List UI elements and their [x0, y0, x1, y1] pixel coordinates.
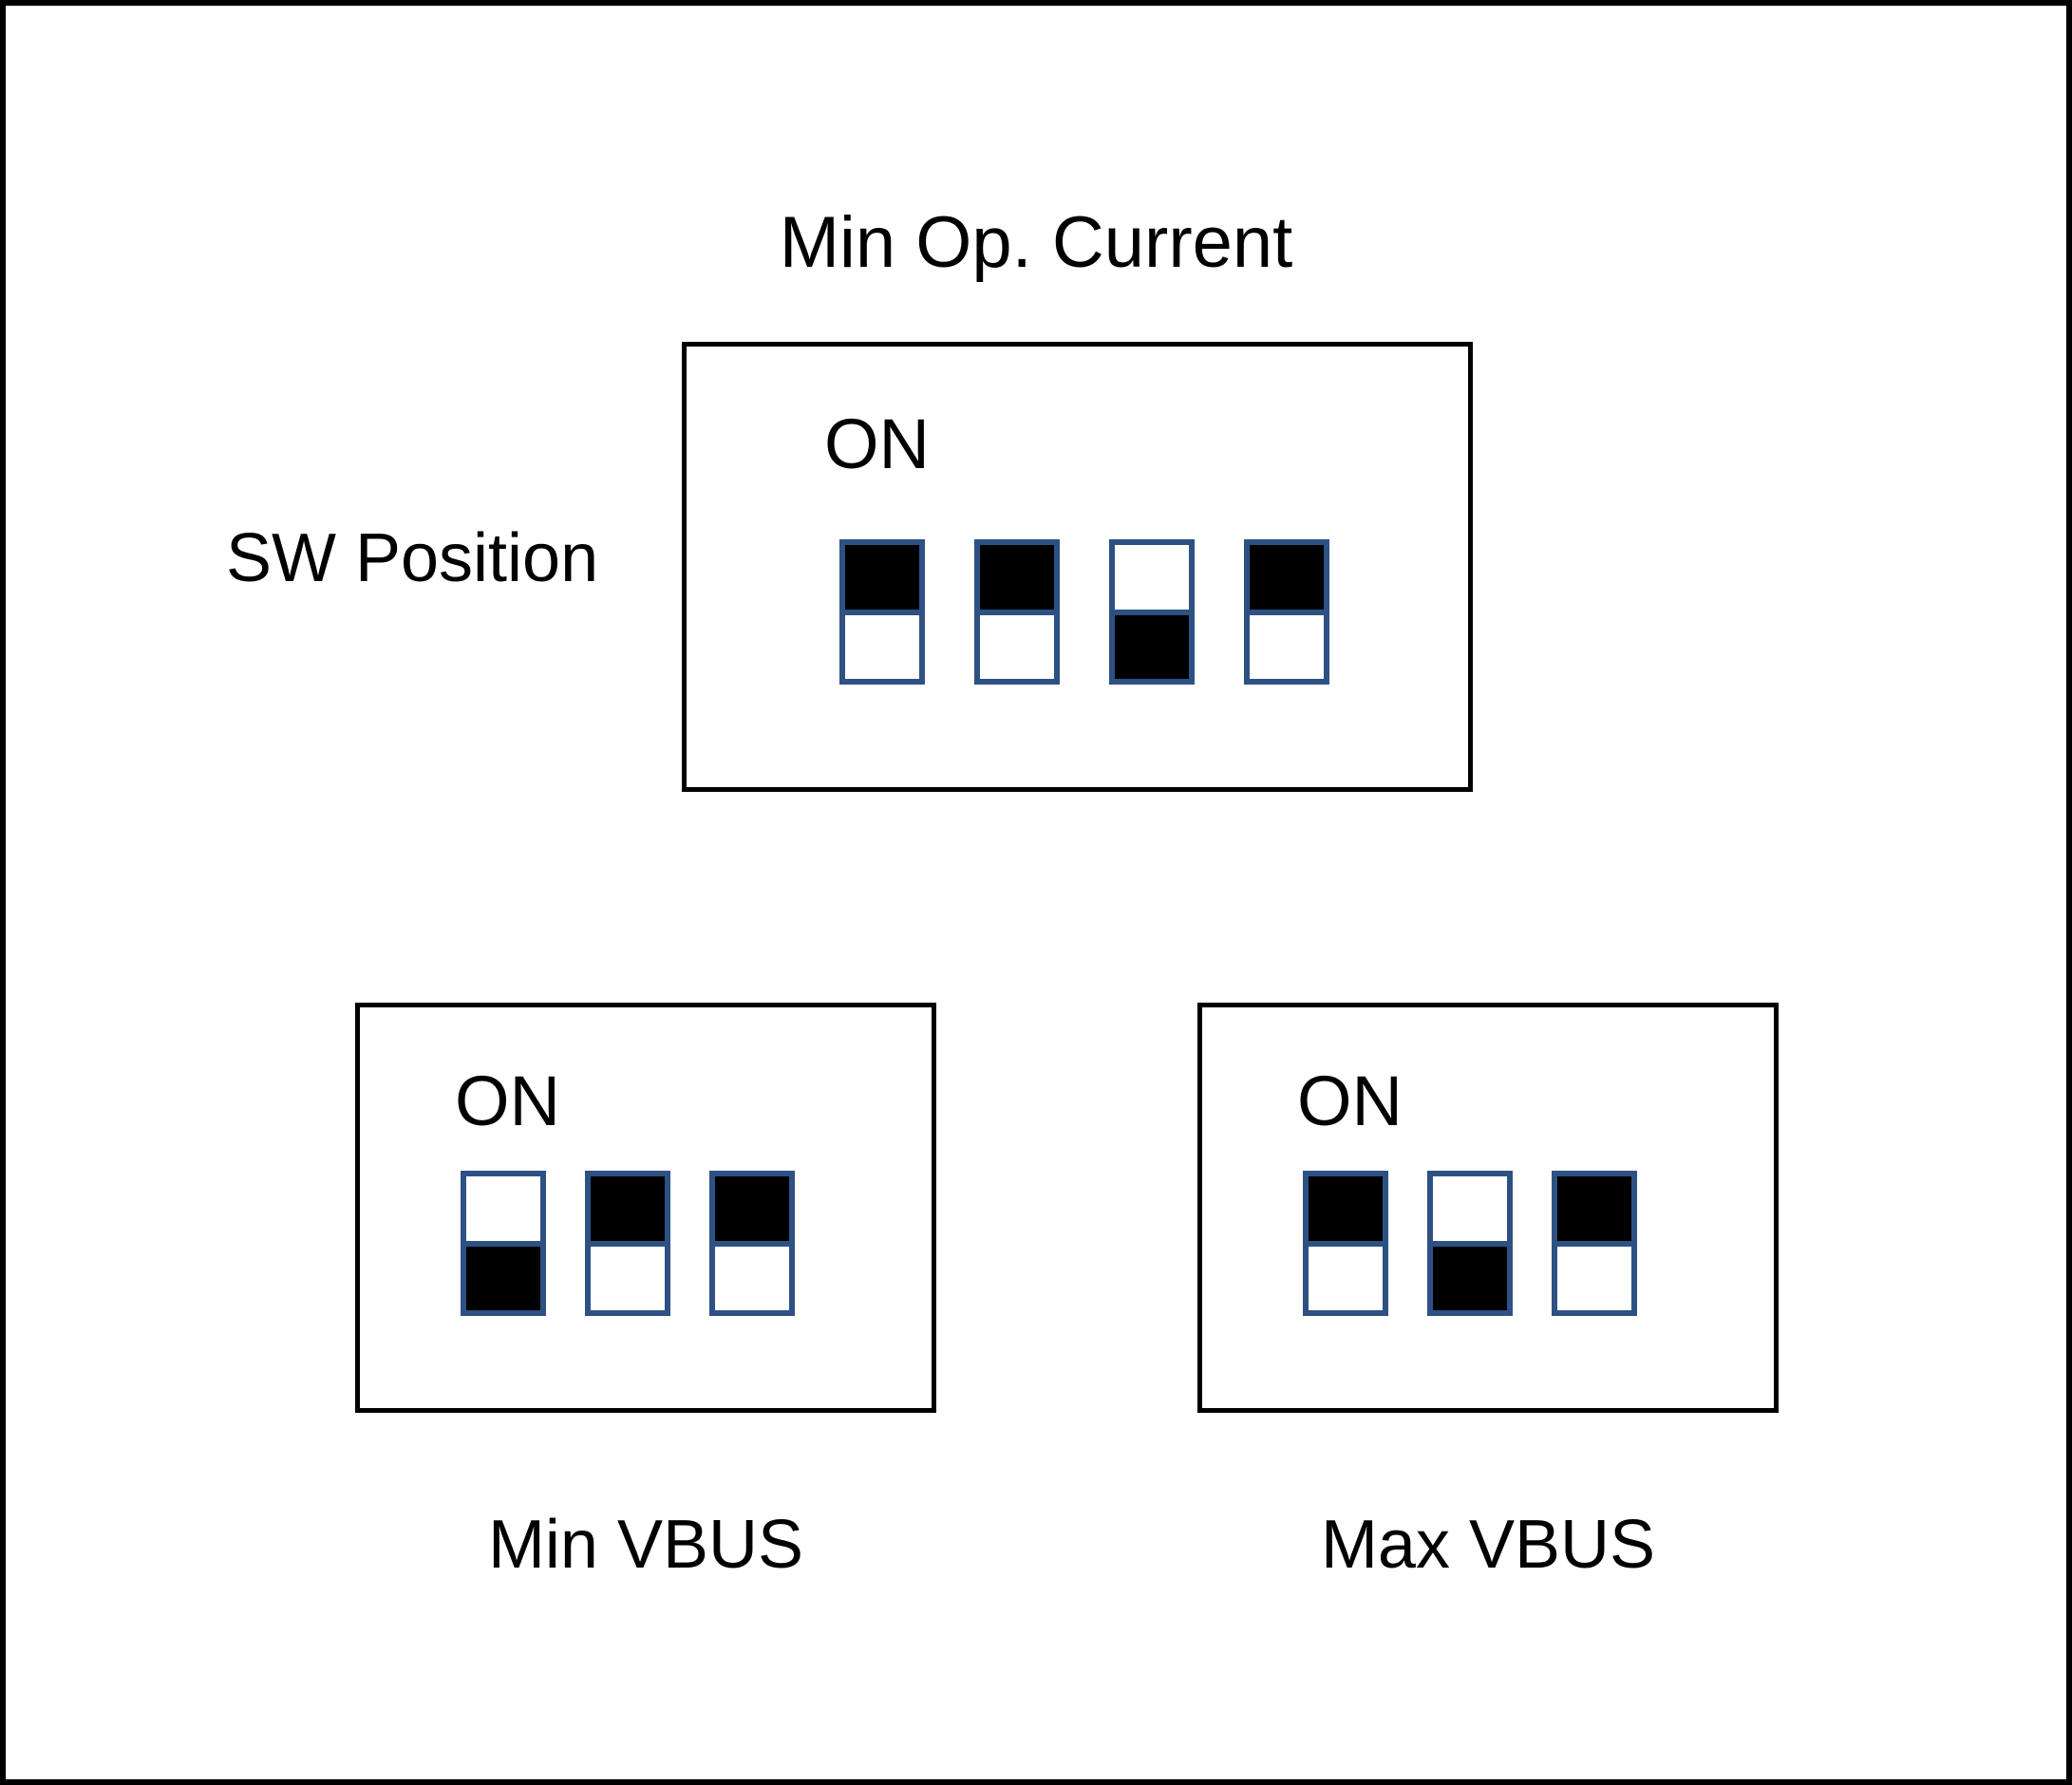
max-vbus-dip-switch-2-top-half [1433, 1176, 1507, 1241]
switch-row-min-vbus [461, 1171, 795, 1316]
min-vbus-dip-switch-1-bottom-half [466, 1240, 540, 1310]
min-vbus-dip-switch-3[interactable] [709, 1171, 795, 1316]
dip-switch-block-min-vbus: ON [355, 1003, 936, 1413]
dip-switch-2-bottom-half [980, 609, 1054, 679]
dip-switch-1[interactable] [839, 539, 925, 685]
dip-switch-4-bottom-half [1250, 609, 1324, 679]
on-label-min-vbus: ON [455, 1062, 560, 1140]
on-label-max-vbus: ON [1297, 1062, 1403, 1140]
dip-switch-4[interactable] [1244, 539, 1329, 685]
max-vbus-dip-switch-2-bottom-half [1433, 1240, 1507, 1310]
switch-row-min-op-current [839, 539, 1329, 685]
max-vbus-dip-switch-3-top-half [1557, 1176, 1631, 1241]
switch-row-max-vbus [1303, 1171, 1637, 1316]
min-vbus-dip-switch-1[interactable] [461, 1171, 546, 1316]
dip-switch-2[interactable] [974, 539, 1060, 685]
dip-switch-block-min-op-current: ON [682, 342, 1473, 792]
max-vbus-dip-switch-3[interactable] [1552, 1171, 1637, 1316]
min-vbus-dip-switch-2-bottom-half [591, 1240, 665, 1310]
min-vbus-dip-switch-2-top-half [591, 1176, 665, 1241]
sw-position-label: SW Position [226, 520, 599, 596]
min-vbus-caption: Min VBUS [487, 1507, 804, 1583]
dip-switch-3[interactable] [1109, 539, 1195, 685]
dip-switch-3-bottom-half [1115, 609, 1189, 679]
dip-switch-2-top-half [980, 545, 1054, 610]
dip-switch-block-max-vbus: ON [1197, 1003, 1779, 1413]
dip-switch-1-bottom-half [845, 609, 919, 679]
max-vbus-dip-switch-1-bottom-half [1309, 1240, 1383, 1310]
max-vbus-dip-switch-1-top-half [1309, 1176, 1383, 1241]
min-op-current-title: Min Op. Current [779, 202, 1293, 283]
max-vbus-dip-switch-3-bottom-half [1557, 1240, 1631, 1310]
max-vbus-dip-switch-1[interactable] [1303, 1171, 1388, 1316]
max-vbus-caption: Max VBUS [1320, 1507, 1656, 1583]
on-label-min-op-current: ON [824, 404, 930, 483]
min-vbus-dip-switch-1-top-half [466, 1176, 540, 1241]
max-vbus-dip-switch-2[interactable] [1427, 1171, 1513, 1316]
min-vbus-dip-switch-3-top-half [715, 1176, 789, 1241]
dip-switch-3-top-half [1115, 545, 1189, 610]
dip-switch-1-top-half [845, 545, 919, 610]
min-vbus-dip-switch-2[interactable] [585, 1171, 670, 1316]
min-vbus-dip-switch-3-bottom-half [715, 1240, 789, 1310]
dip-switch-4-top-half [1250, 545, 1324, 610]
